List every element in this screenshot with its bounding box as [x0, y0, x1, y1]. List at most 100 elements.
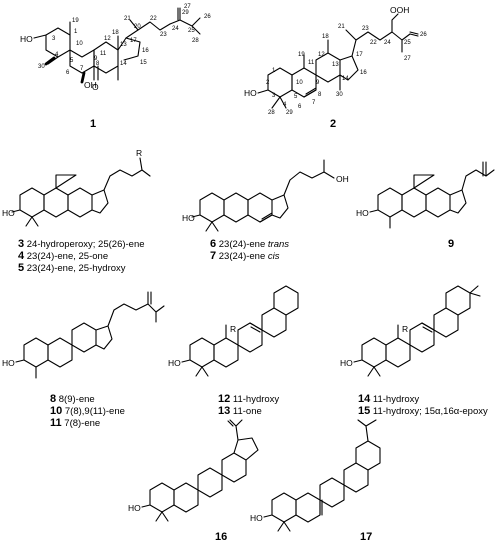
- atom-number: 23: [160, 32, 167, 38]
- atom-number: 28: [192, 38, 199, 44]
- compound-label: 4: [18, 250, 25, 262]
- atom-number: 1: [74, 29, 78, 35]
- caption: 7(8)-ene: [64, 418, 100, 429]
- atom-number: 19: [298, 52, 305, 58]
- caption: 23(24)-ene, 25-hydroxy: [27, 263, 126, 274]
- compound-14-structure: [353, 285, 481, 377]
- compound-3-structure: [11, 157, 151, 227]
- atom-number: 21: [338, 24, 345, 30]
- atom-number: 8: [318, 92, 322, 98]
- caption: 7(8),9(11)-ene: [65, 406, 125, 417]
- compound-label: 7: [210, 250, 216, 262]
- atom-number: 26: [420, 32, 427, 38]
- caption: 11-hydroxy: [373, 394, 420, 405]
- compound-label: 6: [210, 238, 216, 250]
- atom-number: 27: [184, 4, 191, 10]
- caption: 24-hydroperoxy; 25(26)-ene: [27, 239, 145, 250]
- compound-8-legend: 8 8(9)-ene 10 7(8),9(11)-ene 11 7(8)-ene: [50, 393, 125, 429]
- hydroxy-group: HO: [2, 358, 15, 368]
- atom-number: 22: [150, 16, 157, 22]
- atom-number: 7: [312, 100, 316, 106]
- stereo-descriptor: trans: [268, 239, 289, 250]
- r-substituent: R: [402, 324, 408, 334]
- compound-16-structure: [141, 419, 259, 522]
- atom-number: 1: [272, 68, 276, 74]
- compound-label: 9: [448, 238, 454, 250]
- caption: 8(9)-ene: [59, 394, 95, 405]
- compound-label: 14: [358, 393, 371, 405]
- svg-text:12 11-hydroxy: 12 11-hydroxy: [218, 393, 279, 405]
- atom-number: 10: [76, 41, 83, 47]
- caption: 11-one: [233, 406, 262, 417]
- compound-label: 2: [330, 118, 336, 130]
- compound-label: 12: [218, 393, 230, 405]
- atom-number: 29: [286, 110, 293, 116]
- atom-number: 3: [52, 36, 56, 42]
- atom-number: 30: [38, 64, 45, 70]
- atom-number: 3: [272, 93, 276, 99]
- compound-label: 17: [360, 531, 372, 543]
- atom-number: 17: [130, 38, 137, 44]
- compound-2-atom-numbers: 1 2 3 4 5 6 7 8 9 10 11 12 13 14 16 17 1…: [266, 24, 427, 116]
- hydroxy-group: HO: [168, 358, 181, 368]
- svg-text:6 23(24)-ene trans: 6 23(24)-ene trans: [210, 238, 289, 250]
- atom-number: 14: [120, 61, 127, 67]
- hydroxy-group: HO: [20, 34, 33, 44]
- hydroxy-group: HO: [340, 358, 353, 368]
- r-substituent: R: [230, 324, 236, 334]
- hydroxy-group: HO: [128, 503, 141, 513]
- atom-number: 2: [266, 80, 270, 86]
- svg-text:13 11-one: 13 11-one: [218, 405, 262, 417]
- compound-17-structure: [263, 419, 381, 532]
- compound-2-structure: [257, 13, 419, 109]
- atom-number: 9: [316, 80, 320, 86]
- atom-number: 26: [204, 14, 211, 20]
- atom-number: 6: [298, 104, 302, 110]
- atom-number: 13: [332, 62, 339, 68]
- compound-label: 3: [18, 238, 24, 250]
- atom-number: 22: [370, 40, 377, 46]
- svg-text:10 7(8),9(11)-ene: 10 7(8),9(11)-ene: [50, 405, 125, 417]
- compound-label: 13: [218, 405, 230, 417]
- atom-number: 5: [70, 58, 74, 64]
- hydroxy-group: HO: [250, 513, 263, 523]
- caption: 11-hydroxy: [233, 394, 280, 405]
- svg-text:7 23(24)-ene cis: 7 23(24)-ene cis: [210, 250, 280, 262]
- atom-number: 9: [94, 56, 98, 62]
- atom-number: 30: [336, 92, 343, 98]
- atom-number: 16: [142, 48, 149, 54]
- atom-number: 4: [55, 52, 59, 58]
- atom-number: 16: [360, 70, 367, 76]
- compound-9-structure: [369, 161, 495, 229]
- atom-number: 20: [134, 24, 141, 30]
- compound-6-legend: 6 23(24)-ene trans 7 23(24)-ene cis: [210, 238, 289, 262]
- atom-number: 7: [80, 66, 84, 72]
- atom-number: 15: [140, 60, 147, 66]
- atom-number: 19: [72, 18, 79, 24]
- hydroperoxy-group: OOH: [390, 5, 409, 15]
- atom-number: 11: [308, 60, 315, 66]
- compound-label: 11: [50, 417, 62, 429]
- atom-number: 12: [104, 36, 111, 42]
- atom-number: 17: [356, 52, 363, 58]
- atom-number: 25: [188, 28, 195, 34]
- compound-8-structure: [15, 291, 165, 379]
- compound-14-legend: 14 11-hydroxy 15 11-hydroxy; 15α,16α-epo…: [358, 393, 488, 417]
- compound-1-structure: [33, 7, 201, 84]
- atom-number: 6: [66, 70, 70, 76]
- compound-label: 5: [18, 262, 24, 274]
- atom-number: 27: [404, 56, 411, 62]
- stereo-descriptor: cis: [268, 251, 280, 262]
- atom-number: 5: [294, 94, 298, 100]
- caption: 11-hydroxy; 15α,16α-epoxy: [373, 406, 488, 417]
- svg-text:4 23(24)-ene, 25-one: 4 23(24)-ene, 25-one: [18, 250, 108, 262]
- svg-text:3 24-hydroperoxy; 25(26)-ene: 3 24-hydroperoxy; 25(26)-ene: [18, 238, 145, 250]
- caption: 23(24)-ene, 25-one: [27, 251, 108, 262]
- compound-12-legend: 12 11-hydroxy 13 11-one: [218, 393, 279, 417]
- caption: 23(24)-ene: [219, 251, 265, 262]
- hydroxy-group: HO: [356, 208, 369, 218]
- hydroxy-group: HO: [182, 213, 195, 223]
- atom-number: 29: [182, 10, 189, 16]
- svg-text:5 23(24)-ene, 25-hydroxy: 5 23(24)-ene, 25-hydroxy: [18, 262, 126, 274]
